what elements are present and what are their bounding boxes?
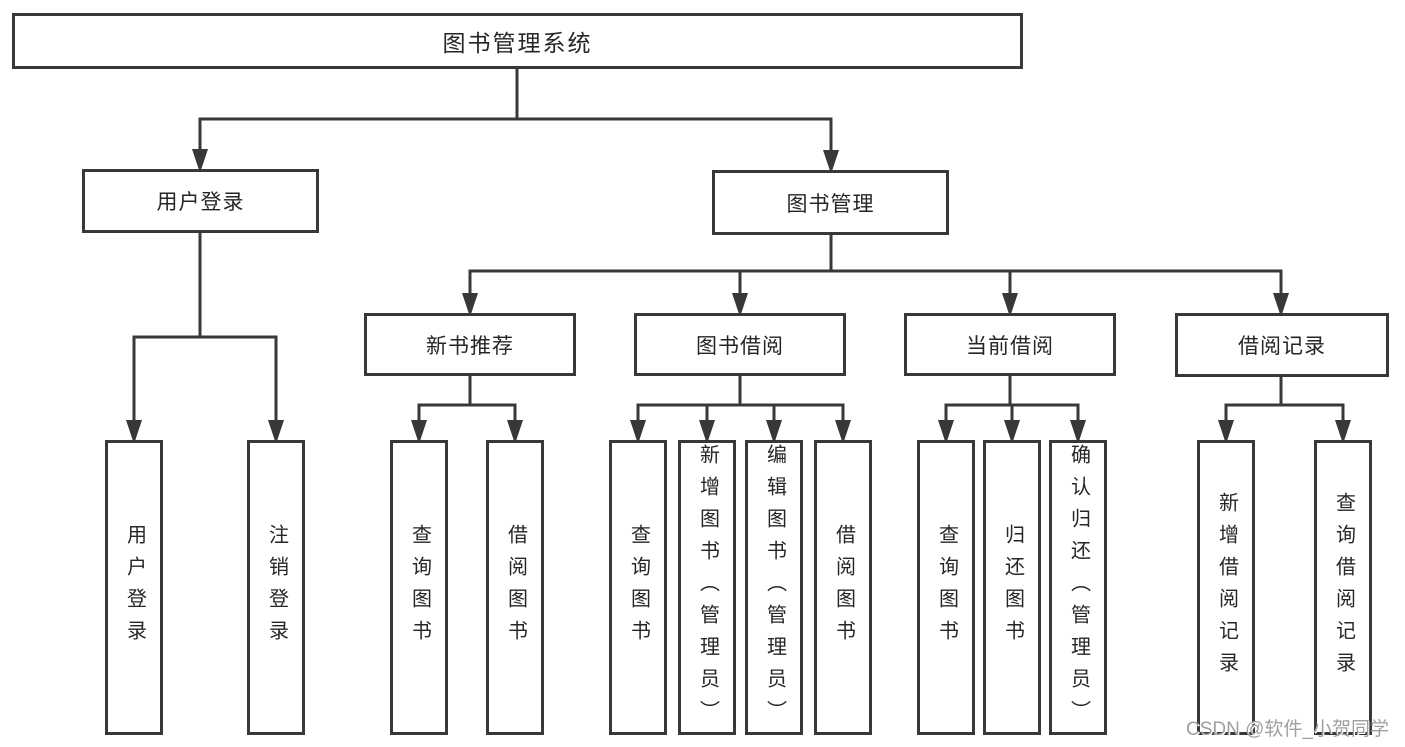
leaf-query-books-1-label: 查询图书 <box>408 523 431 652</box>
node-new-book-recommend: 新书推荐 <box>364 313 576 376</box>
node-book-management: 图书管理 <box>712 170 949 235</box>
node-borrow-records: 借阅记录 <box>1175 313 1389 377</box>
leaf-borrow-books-1: 借阅图书 <box>486 440 544 735</box>
node-user-login: 用户登录 <box>82 169 319 233</box>
leaf-query-borrow-record-label: 查询借阅记录 <box>1332 491 1355 684</box>
leaf-add-books-admin: 新增图书（管理员） <box>678 440 736 735</box>
leaf-query-books-2: 查询图书 <box>609 440 667 735</box>
node-user-login-label: 用户登录 <box>156 191 245 214</box>
node-book-management-label: 图书管理 <box>786 192 875 216</box>
leaf-add-borrow-record: 新增借阅记录 <box>1197 440 1255 735</box>
node-book-borrow-label: 图书借阅 <box>696 334 784 358</box>
node-new-book-recommend-label: 新书推荐 <box>426 334 514 358</box>
leaf-add-borrow-record-label: 新增借阅记录 <box>1215 491 1238 684</box>
leaf-return-books: 归还图书 <box>983 440 1041 735</box>
leaf-borrow-books-2: 借阅图书 <box>814 440 872 735</box>
connector-current-to-leaves <box>938 376 1086 444</box>
node-book-borrow: 图书借阅 <box>634 313 846 376</box>
leaf-confirm-return-admin-label: 确认归还（管理员） <box>1067 443 1090 732</box>
connector-userlogin-to-leaves <box>126 233 284 444</box>
leaf-query-books-3-label: 查询图书 <box>935 523 958 652</box>
connector-root-to-level1 <box>192 69 839 174</box>
node-current-borrow: 当前借阅 <box>904 313 1116 376</box>
node-root: 图书管理系统 <box>12 13 1023 69</box>
node-current-borrow-label: 当前借阅 <box>966 334 1054 358</box>
leaf-borrow-books-2-label: 借阅图书 <box>832 523 855 652</box>
connector-borrow-to-leaves <box>630 376 851 444</box>
leaf-user-login-label: 用户登录 <box>123 523 146 652</box>
leaf-query-books-1: 查询图书 <box>390 440 448 735</box>
connector-bookmgmt-to-level2 <box>462 235 1289 317</box>
connector-newbooks-to-leaves <box>411 376 523 444</box>
leaf-query-books-3: 查询图书 <box>917 440 975 735</box>
leaf-add-books-admin-label: 新增图书（管理员） <box>696 443 719 732</box>
leaf-return-books-label: 归还图书 <box>1001 523 1024 652</box>
connector-records-to-leaves <box>1218 376 1351 444</box>
leaf-confirm-return-admin: 确认归还（管理员） <box>1049 440 1107 735</box>
leaf-edit-books-admin: 编辑图书（管理员） <box>745 440 803 735</box>
leaf-borrow-books-1-label: 借阅图书 <box>504 523 527 652</box>
leaf-query-books-2-label: 查询图书 <box>627 523 650 652</box>
leaf-logout-label: 注销登录 <box>265 523 288 652</box>
leaf-query-borrow-record: 查询借阅记录 <box>1314 440 1372 735</box>
watermark: CSDN @软件_小贺同学 <box>1186 719 1389 740</box>
leaf-user-login: 用户登录 <box>105 440 163 735</box>
node-root-label: 图书管理系统 <box>442 30 593 56</box>
leaf-logout: 注销登录 <box>247 440 305 735</box>
leaf-edit-books-admin-label: 编辑图书（管理员） <box>763 443 786 732</box>
node-borrow-records-label: 借阅记录 <box>1238 335 1326 358</box>
